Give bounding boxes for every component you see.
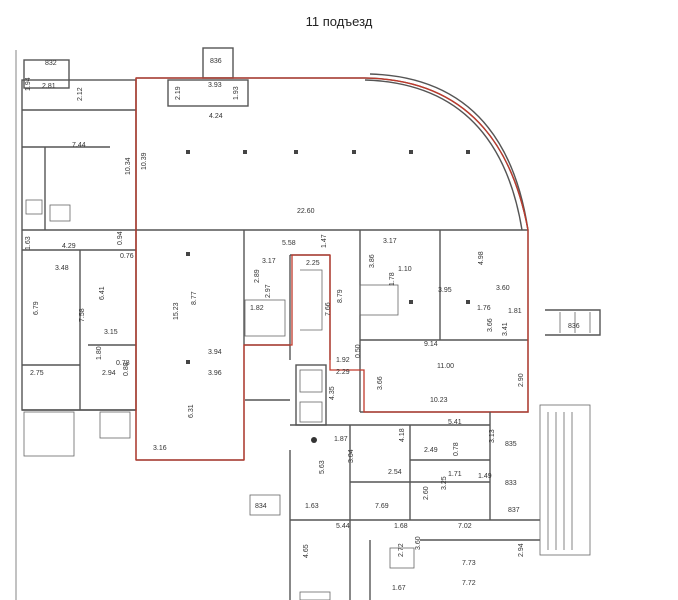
label-837: 837 <box>508 507 520 514</box>
dim-7-66: 7.66 <box>325 302 332 316</box>
dim-3-13: 3.13 <box>489 429 496 443</box>
dim-2-97: 2.97 <box>265 284 272 298</box>
dim-7-02: 7.02 <box>458 523 472 530</box>
dim-2-49: 2.49 <box>424 447 438 454</box>
label-833: 833 <box>505 480 517 487</box>
dim-2-94b: 2.94 <box>518 543 525 557</box>
dim-0-88: 0.88 <box>123 362 130 376</box>
dim-1-94: 1.94 <box>25 77 32 91</box>
dimension-labels: 832 836 836 834 835 833 837 1.94 2.81 2.… <box>25 58 580 592</box>
dim-3-17b: 3.17 <box>383 238 397 245</box>
dim-2-90: 2.90 <box>518 373 525 387</box>
dim-3-95: 3.95 <box>438 287 452 294</box>
dim-7-72: 7.72 <box>462 580 476 587</box>
dim-3-41: 3.41 <box>502 322 509 336</box>
dim-1-81: 1.81 <box>508 308 522 315</box>
dim-1-93: 1.93 <box>233 86 240 100</box>
dim-0-78: 0.78 <box>116 360 130 367</box>
dim-3-16: 3.16 <box>153 445 167 452</box>
dim-1-82: 1.82 <box>250 305 264 312</box>
dim-8-79: 8.79 <box>337 289 344 303</box>
dim-2-12: 2.12 <box>77 87 84 101</box>
dim-3-60: 3.60 <box>496 285 510 292</box>
dim-3-66a: 3.66 <box>487 318 494 332</box>
dim-2-19: 2.19 <box>175 86 182 100</box>
dim-1-49: 1.49 <box>478 473 492 480</box>
dim-1-63b: 1.63 <box>305 503 319 510</box>
dim-3-25: 3.25 <box>441 476 448 490</box>
left-rooms-walls <box>21 59 137 457</box>
dim-0-76: 0.76 <box>120 253 134 260</box>
lower-rooms-walls <box>249 309 601 600</box>
dim-5-44: 5.44 <box>336 523 350 530</box>
dim-3-15: 3.15 <box>104 329 118 336</box>
dim-2-75: 2.75 <box>30 370 44 377</box>
dim-2-72: 2.72 <box>398 543 405 557</box>
dim-4-24: 4.24 <box>209 113 223 120</box>
dim-4-35: 4.35 <box>329 386 336 400</box>
dim-1-63a: 1.63 <box>25 236 32 250</box>
dim-1-76: 1.76 <box>477 305 491 312</box>
dim-3-94: 3.94 <box>208 349 222 356</box>
entrance-title: 11 подъезд <box>305 14 373 29</box>
label-834: 834 <box>255 503 267 510</box>
dim-3-96: 3.96 <box>208 370 222 377</box>
label-832: 832 <box>45 60 57 67</box>
dim-8-77: 8.77 <box>191 291 198 305</box>
dim-1-10: 1.10 <box>398 266 412 273</box>
dim-7-58: 7.58 <box>79 308 86 322</box>
dim-5-41: 5.41 <box>448 419 462 426</box>
dim-3-86: 3.86 <box>369 254 376 268</box>
dim-15-23: 15.23 <box>173 302 180 320</box>
dim-3-60b: 3.60 <box>415 536 422 550</box>
dim-7-73: 7.73 <box>462 560 476 567</box>
dim-6-41: 6.41 <box>99 286 106 300</box>
dim-1-80: 1.80 <box>96 346 103 360</box>
dim-0-50: 0.50 <box>355 344 362 358</box>
dim-22-60: 22.60 <box>297 208 315 215</box>
label-835: 835 <box>505 441 517 448</box>
dim-4-98: 4.98 <box>478 251 485 265</box>
dim-3-66b: 3.66 <box>377 376 384 390</box>
dim-2-89: 2.89 <box>254 269 261 283</box>
dim-0-78b: 0.78 <box>453 442 460 456</box>
dim-10-39: 10.39 <box>141 152 148 170</box>
dim-2-25: 2.25 <box>306 260 320 267</box>
dim-0-94: 0.94 <box>117 231 124 245</box>
premises-boundary <box>135 77 529 461</box>
dim-3-17a: 3.17 <box>262 258 276 265</box>
dim-7-44: 7.44 <box>72 142 86 149</box>
structural-columns <box>186 150 470 364</box>
dim-1-67: 1.67 <box>392 585 406 592</box>
dim-1-78: 1.78 <box>389 272 396 286</box>
dim-2-54: 2.54 <box>388 469 402 476</box>
dim-10-23: 10.23 <box>430 397 448 404</box>
dim-2-94a: 2.94 <box>102 370 116 377</box>
dim-2-60: 2.60 <box>423 486 430 500</box>
dim-6-79: 6.79 <box>33 301 40 315</box>
dim-7-69: 7.69 <box>375 503 389 510</box>
dim-1-47: 1.47 <box>321 234 328 248</box>
dim-4-18: 4.18 <box>399 428 406 442</box>
dim-5-58: 5.58 <box>282 240 296 247</box>
dim-4-65: 4.65 <box>303 544 310 558</box>
dim-1-87: 1.87 <box>334 436 348 443</box>
label-836a: 836 <box>210 58 222 65</box>
label-836b: 836 <box>568 323 580 330</box>
dim-3-93: 3.93 <box>208 82 222 89</box>
dim-6-31: 6.31 <box>188 404 195 418</box>
dim-2-81: 2.81 <box>42 83 56 90</box>
dim-3-04: 3.04 <box>348 449 355 463</box>
dim-9-14: 9.14 <box>424 341 438 348</box>
dim-2-29: 2.29 <box>336 369 350 376</box>
dim-1-68: 1.68 <box>394 523 408 530</box>
dim-1-71: 1.71 <box>448 471 462 478</box>
dim-3-48: 3.48 <box>55 265 69 272</box>
dim-11-00: 11.00 <box>437 363 454 370</box>
dim-4-29: 4.29 <box>62 243 76 250</box>
dim-5-63: 5.63 <box>319 460 326 474</box>
dim-1-92: 1.92 <box>336 357 350 364</box>
dim-10-34: 10.34 <box>125 157 132 175</box>
